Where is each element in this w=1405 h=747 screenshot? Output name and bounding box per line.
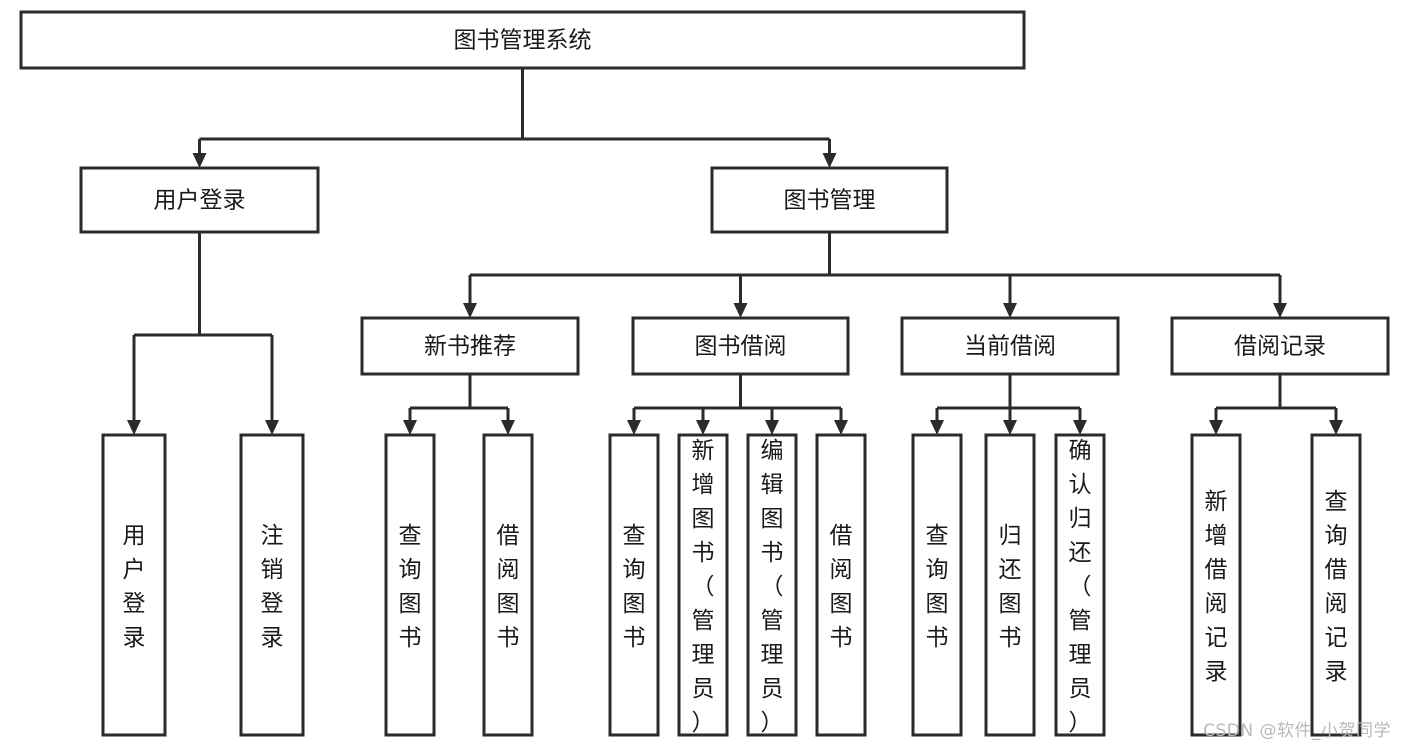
node-label: 借阅图书	[830, 523, 853, 651]
arrowhead	[1209, 420, 1223, 435]
node-current-borrow[interactable]: 当前借阅	[900, 316, 1120, 376]
node-box	[19, 10, 1026, 70]
arrowhead	[1003, 420, 1017, 435]
arrowhead	[1073, 420, 1087, 435]
node-confirm-return-admin[interactable]: 确认归还（管理员）	[1054, 433, 1106, 737]
node-user-login[interactable]: 用户登录	[79, 166, 320, 234]
node-query-book-1[interactable]: 查询图书	[384, 433, 436, 737]
node-label: 查询图书	[926, 523, 949, 651]
node-box	[900, 316, 1120, 376]
node-box	[1054, 433, 1106, 737]
node-label: 归还图书	[999, 523, 1022, 651]
arrowhead	[733, 303, 748, 318]
arrowhead	[127, 420, 141, 435]
node-label: 图书管理	[784, 188, 876, 214]
node-book-management[interactable]: 图书管理	[710, 166, 949, 234]
node-user-logout-action[interactable]: 注销登录	[239, 433, 305, 737]
node-label: 新书推荐	[424, 334, 516, 360]
node-label: 新增借阅记录	[1205, 489, 1228, 685]
node-box	[1190, 433, 1242, 737]
node-layer: 图书管理系统用户登录图书管理用户登录注销登录新书推荐查询图书借阅图书图书借阅查询…	[19, 10, 1390, 737]
node-edit-book-admin[interactable]: 编辑图书（管理员）	[746, 433, 798, 737]
node-box	[1310, 433, 1362, 737]
node-box	[746, 433, 798, 737]
node-box	[482, 433, 534, 737]
node-label: 当前借阅	[964, 334, 1056, 360]
node-new-book-recommend[interactable]: 新书推荐	[360, 316, 580, 376]
arrowhead	[765, 420, 779, 435]
node-box	[911, 433, 963, 737]
node-box	[239, 433, 305, 737]
node-box	[710, 166, 949, 234]
arrowhead	[1329, 420, 1343, 435]
node-borrow-book-2[interactable]: 借阅图书	[815, 433, 867, 737]
node-borrow-record[interactable]: 借阅记录	[1170, 316, 1390, 376]
arrowhead	[463, 303, 477, 318]
node-user-login-action[interactable]: 用户登录	[101, 433, 167, 737]
node-book-borrow[interactable]: 图书借阅	[631, 316, 850, 376]
node-label: 查询图书	[623, 523, 646, 651]
node-label: 新增图书（管理员）	[692, 438, 715, 736]
arrowhead	[627, 420, 641, 435]
node-box	[360, 316, 580, 376]
arrowhead	[1273, 303, 1287, 318]
node-box	[608, 433, 660, 737]
node-box	[79, 166, 320, 234]
arrowhead	[696, 420, 710, 435]
connector-layer	[127, 68, 1343, 435]
node-root[interactable]: 图书管理系统	[19, 10, 1026, 70]
node-add-borrow-record[interactable]: 新增借阅记录	[1190, 433, 1242, 737]
node-box	[984, 433, 1036, 737]
arrowhead	[403, 420, 417, 435]
node-add-book-admin[interactable]: 新增图书（管理员）	[677, 433, 729, 737]
arrowhead	[192, 153, 207, 168]
node-box	[677, 433, 729, 737]
node-box	[384, 433, 436, 737]
node-label: 图书管理系统	[454, 28, 592, 54]
node-label: 查询图书	[399, 523, 422, 651]
node-label: 借阅记录	[1234, 334, 1326, 360]
node-label: 图书借阅	[695, 334, 787, 360]
node-label: 编辑图书（管理员）	[761, 438, 784, 736]
node-label: 确认归还（管理员）	[1069, 438, 1092, 736]
arrowhead	[822, 153, 837, 168]
node-box	[1170, 316, 1390, 376]
node-label: 借阅图书	[497, 523, 520, 651]
node-box	[815, 433, 867, 737]
node-borrow-book-1[interactable]: 借阅图书	[482, 433, 534, 737]
arrowhead	[501, 420, 515, 435]
node-return-book[interactable]: 归还图书	[984, 433, 1036, 737]
arrowhead	[265, 420, 279, 435]
node-box	[631, 316, 850, 376]
arrowhead	[1003, 303, 1017, 318]
node-query-borrow-record[interactable]: 查询借阅记录	[1310, 433, 1362, 737]
node-label: 注销登录	[261, 523, 284, 651]
arrowhead	[834, 420, 848, 435]
node-query-book-3[interactable]: 查询图书	[911, 433, 963, 737]
node-label: 查询借阅记录	[1325, 489, 1348, 685]
node-query-book-2[interactable]: 查询图书	[608, 433, 660, 737]
node-label: 用户登录	[154, 188, 246, 214]
node-box	[101, 433, 167, 737]
node-label: 用户登录	[123, 523, 146, 651]
arrowhead	[930, 420, 944, 435]
